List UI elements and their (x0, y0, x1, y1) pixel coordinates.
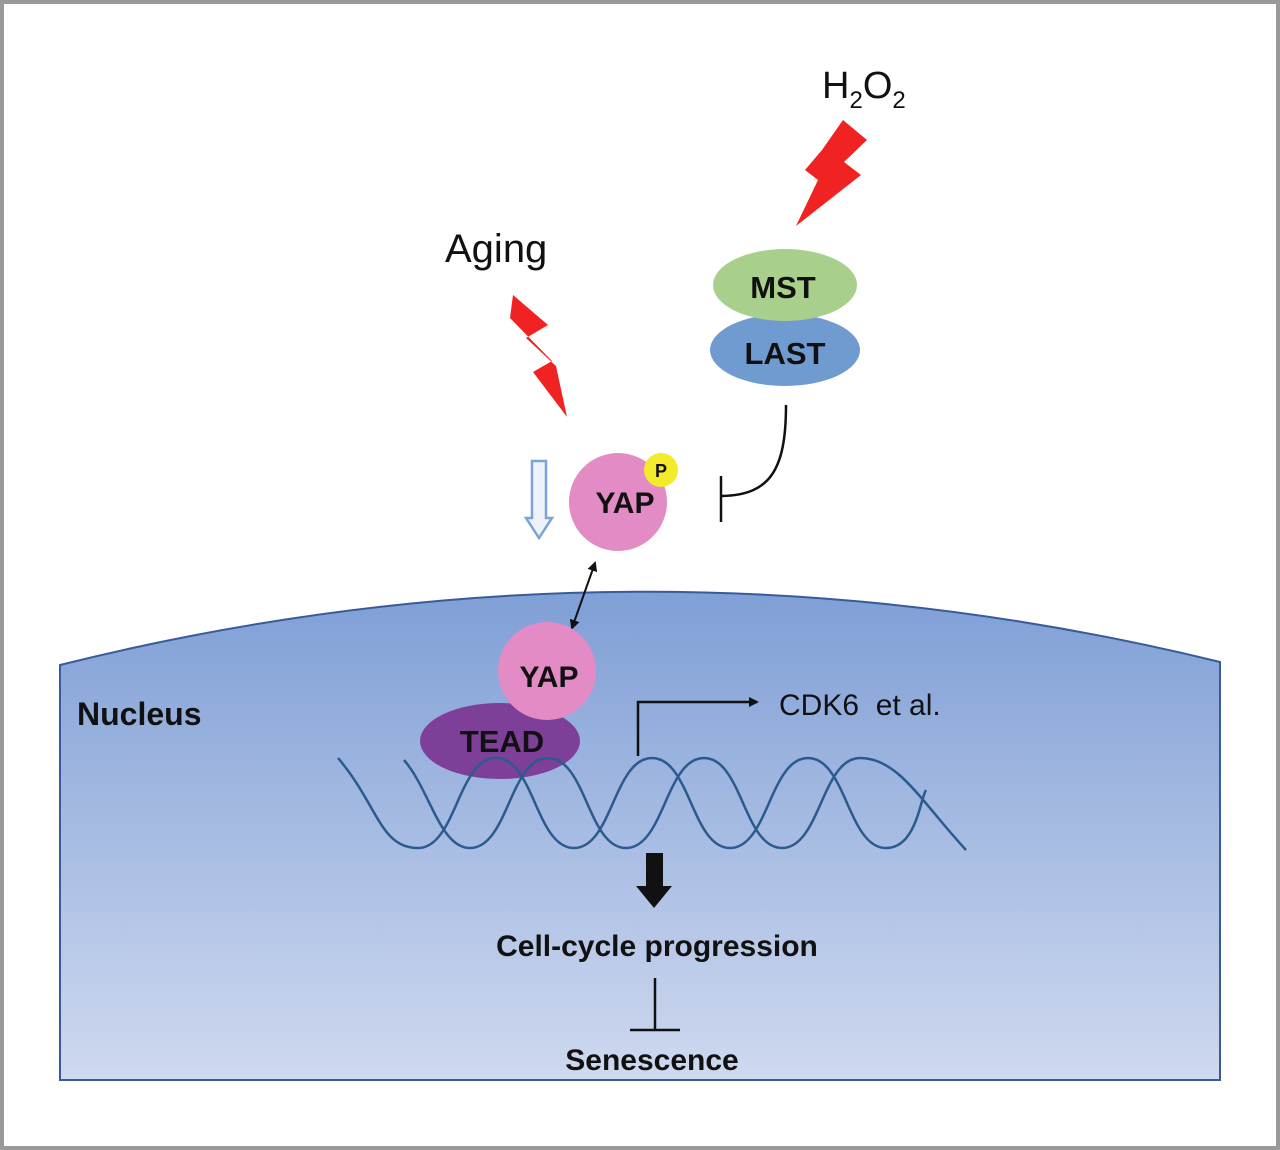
phospho-badge (644, 453, 678, 487)
phospho-badge-label: P (655, 461, 667, 481)
senescence-label: Senescence (565, 1044, 738, 1077)
last-label: LAST (745, 336, 826, 371)
dna-helix (337, 756, 967, 851)
transcription-arrow (636, 697, 759, 756)
tead-label: TEAD (460, 724, 544, 759)
decrease-arrow-icon (523, 459, 555, 541)
aging-label: Aging (445, 227, 547, 271)
nucleus-region (59, 590, 1221, 1081)
dna-strand-b (403, 756, 967, 851)
nucleus-label: Nucleus (77, 696, 201, 732)
lightning-icon-aging (510, 295, 567, 417)
yap-nuclear-circle (498, 622, 596, 720)
lightning-icon-h2o2 (796, 120, 867, 226)
cell-cycle-label: Cell-cycle progression (496, 930, 818, 963)
h2o2-label: H2O2 (822, 65, 906, 114)
mst-ellipse (713, 249, 857, 321)
translocation-arrow (569, 561, 598, 630)
yap-phospho-circle (569, 453, 667, 551)
dna-strand-a (337, 756, 928, 850)
target-genes-label: CDK6 et al. (779, 689, 941, 722)
downstream-arrow-icon (636, 853, 672, 908)
mst-label: MST (750, 270, 816, 305)
yap-phospho-label: YAP (596, 487, 655, 520)
yap-nuclear-label: YAP (520, 661, 579, 694)
inhibition-line-last-yap (721, 404, 788, 498)
last-ellipse (710, 314, 860, 386)
